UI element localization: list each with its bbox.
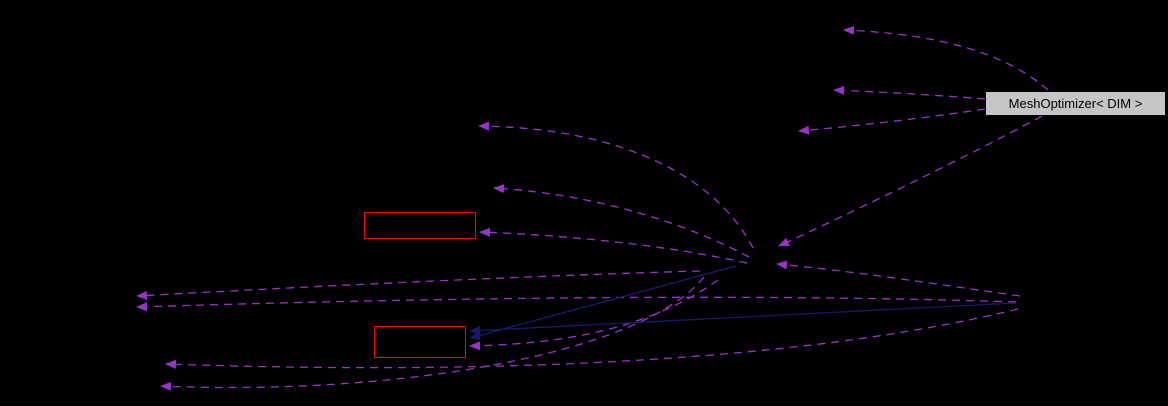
usage-edge	[479, 227, 748, 264]
usage-edge	[469, 279, 719, 351]
usage-edge	[776, 260, 1021, 297]
usage-edge	[833, 85, 986, 100]
usage-edge	[493, 184, 750, 258]
truncated-node-2[interactable]	[374, 326, 466, 358]
usage-edge	[843, 25, 1049, 91]
usage-edge	[798, 108, 986, 135]
usage-edge	[478, 121, 754, 249]
usage-edges	[136, 25, 1049, 391]
usage-edge	[160, 276, 705, 391]
inheritance-edge	[469, 265, 737, 340]
truncated-node-1[interactable]	[364, 212, 476, 239]
usage-edge	[165, 308, 1019, 369]
inheritance-edges	[469, 265, 1017, 340]
node-meshoptimizer[interactable]: MeshOptimizer< DIM >	[985, 91, 1166, 116]
usage-edge	[778, 115, 1043, 247]
usage-edge	[136, 270, 701, 300]
inheritance-edge	[469, 302, 1017, 335]
node-meshoptimizer-label: MeshOptimizer< DIM >	[1008, 96, 1143, 111]
usage-edge	[136, 296, 1017, 312]
